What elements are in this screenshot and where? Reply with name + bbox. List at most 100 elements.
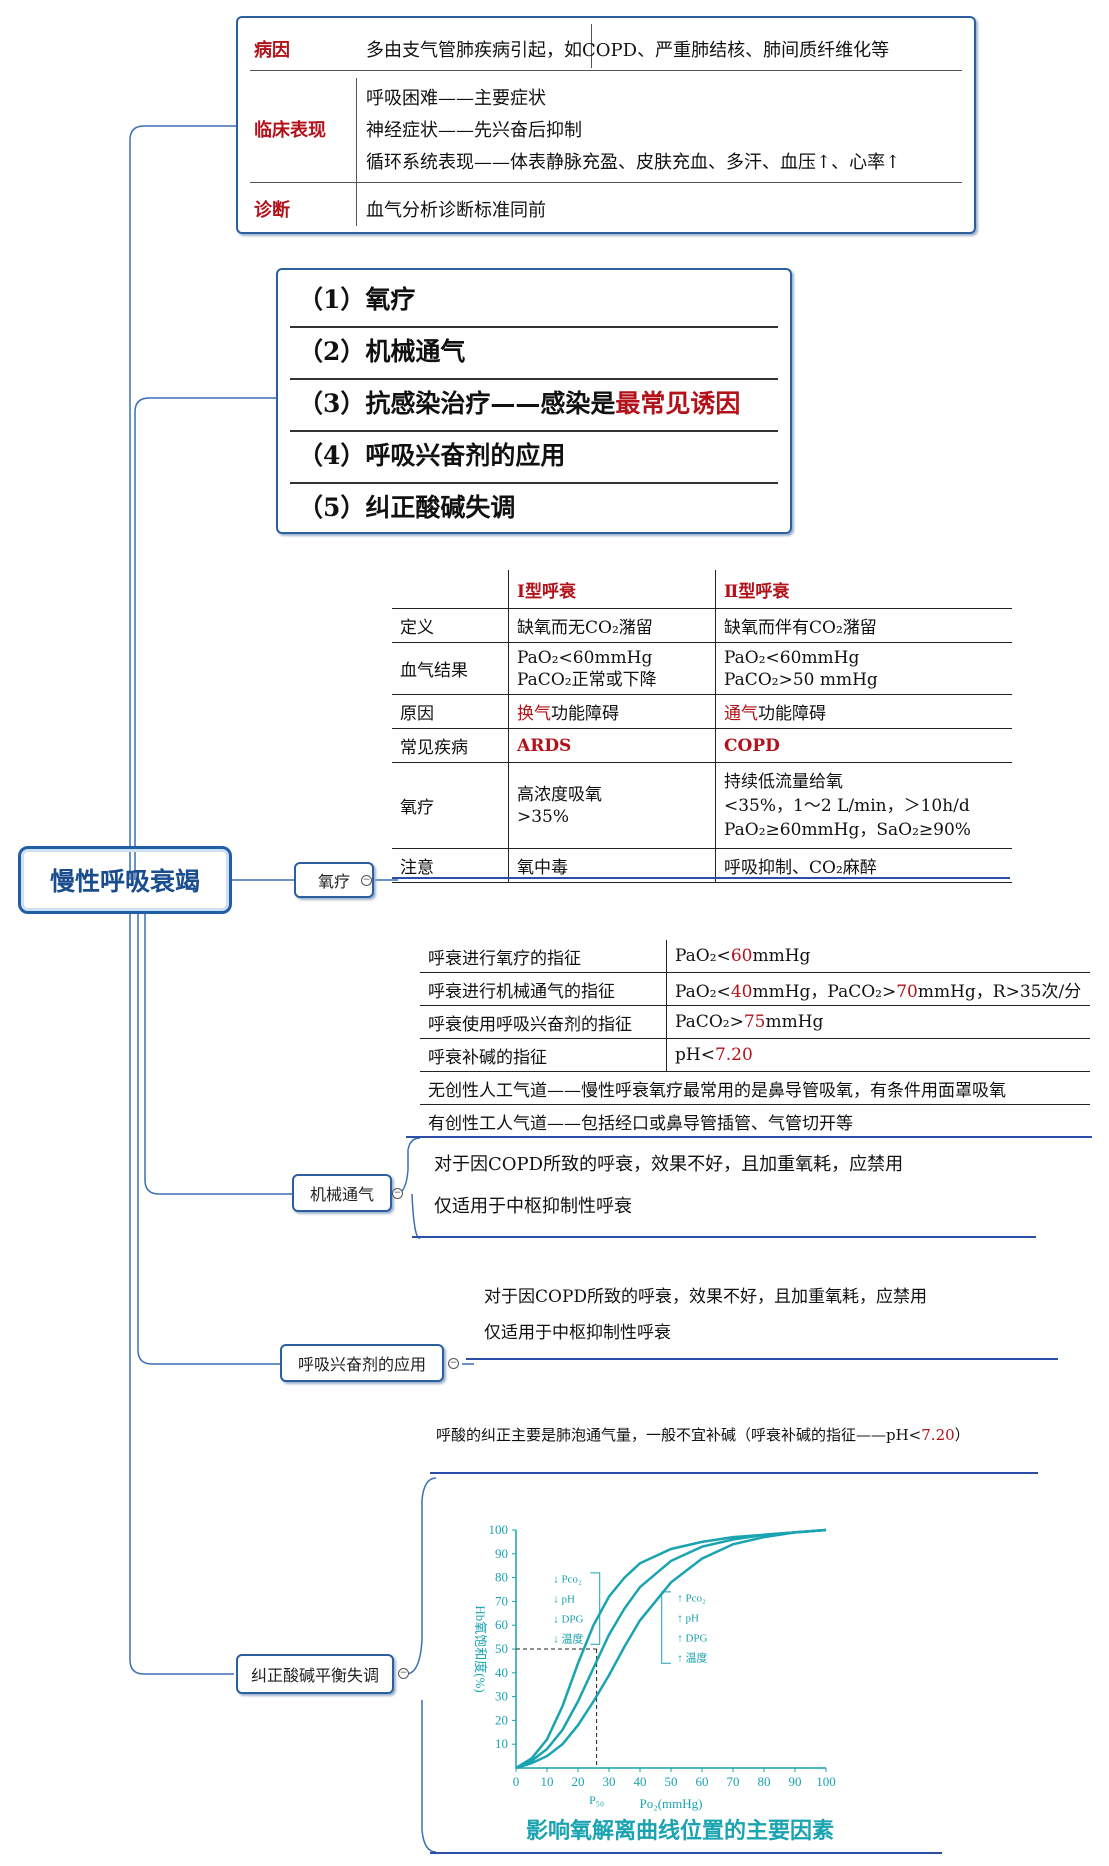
cell-type1: 缺氧而无CO₂潴留 xyxy=(508,608,716,643)
connector-stimulant xyxy=(137,910,280,1365)
root-node[interactable]: 慢性呼吸衰竭 xyxy=(18,846,232,914)
note-emphasis: 7.20 xyxy=(921,1426,955,1444)
branch-ventilation[interactable]: 机械通气 xyxy=(292,1174,392,1212)
indication-value: PaO₂<60mmHg xyxy=(666,940,1090,973)
indication-value: PaO₂<40mmHg，PaCO₂>70mmHg，R>35次/分 xyxy=(666,972,1090,1006)
airway-note: 无创性人工气道——慢性呼衰氧疗最常用的是鼻导管吸氧，有条件用面罩吸氧 xyxy=(420,1071,1090,1105)
x-tick-label: 10 xyxy=(541,1774,554,1789)
connector-acidbase xyxy=(129,910,234,1675)
y-axis-label: Hb氧饱和度(%) xyxy=(473,1605,488,1692)
header-cell: Ⅱ型呼衰 xyxy=(715,570,1012,609)
item-prefix: （2） xyxy=(298,337,366,366)
treatment-item-2[interactable]: （2）机械通气 xyxy=(290,326,778,378)
cell-emphasis: ARDS xyxy=(517,735,572,756)
indication-table: 呼衰进行氧疗的指征 PaO₂<60mmHg 呼衰进行机械通气的指征 PaO₂<4… xyxy=(420,940,1090,1138)
value-part: pH< xyxy=(675,1045,715,1065)
x-tick-label: 30 xyxy=(603,1774,616,1789)
cell-type1: PaO₂<60mmHg PaCO₂正常或下降 xyxy=(508,642,716,695)
value-part: PaO₂< xyxy=(675,946,731,966)
divider xyxy=(356,188,357,226)
indication-value: PaCO₂>75mmHg xyxy=(666,1005,1090,1039)
cell-text: 功能障碍 xyxy=(758,704,826,724)
table-row: 血气结果 PaO₂<60mmHg PaCO₂正常或下降 PaO₂<60mmHg … xyxy=(392,642,1012,695)
divider xyxy=(290,326,778,328)
underline xyxy=(406,1136,1092,1138)
x-tick-label: 40 xyxy=(634,1774,647,1789)
connector-ventilation xyxy=(144,910,292,1195)
info-value-cause: 多由支气管肺疾病引起，如COPD、严重肺结核、肺间质纤维化等 xyxy=(366,40,890,61)
cell-type2: 缺氧而伴有CO₂潴留 xyxy=(715,608,1012,643)
collapse-toggle[interactable]: − xyxy=(448,1358,459,1369)
table-row: 氧疗 高浓度吸氧 >35% 持续低流量给氧 <35%，1～2 L/min，＞10… xyxy=(392,762,1012,849)
connector-treatment xyxy=(134,397,276,880)
y-tick-label: 90 xyxy=(495,1546,508,1561)
row-label: 原因 xyxy=(392,694,509,729)
left-shift-bracket xyxy=(590,1572,601,1645)
connector-acid-out xyxy=(405,1477,437,1675)
y-tick-label: 40 xyxy=(495,1665,508,1680)
divider xyxy=(290,430,778,432)
x-tick-label: 60 xyxy=(696,1774,709,1789)
indication-key: 呼衰进行机械通气的指征 xyxy=(420,972,667,1006)
x-tick-label: 100 xyxy=(816,1774,836,1789)
value-emphasis: 7.20 xyxy=(714,1045,753,1065)
item-text: 呼吸兴奋剂的应用 xyxy=(365,441,566,470)
ventilation-note-1: 对于因COPD所致的呼衰，效果不好，且加重氧耗，应禁用 xyxy=(434,1154,904,1175)
x-tick-label: 80 xyxy=(758,1774,771,1789)
y-tick-label: 80 xyxy=(495,1570,508,1585)
cell-emphasis: 通气 xyxy=(724,704,758,724)
branch-stimulant[interactable]: 呼吸兴奋剂的应用 xyxy=(280,1344,444,1382)
divider xyxy=(250,182,962,183)
left-shift-label: ↓ pH xyxy=(553,1593,575,1605)
table-row: 原因 换气功能障碍 通气功能障碍 xyxy=(392,694,1012,729)
treatment-item-4[interactable]: （4）呼吸兴奋剂的应用 xyxy=(290,430,778,482)
right-shift-label: ↑ DPG xyxy=(677,1632,707,1644)
treatment-item-1[interactable]: （1）氧疗 xyxy=(290,274,778,326)
left-shift-label: ↓ Pco₂ xyxy=(553,1573,582,1585)
y-tick-label: 60 xyxy=(495,1617,508,1632)
x-axis-label: Po₂(mmHg) xyxy=(639,1796,702,1811)
info-value-clinical-1: 呼吸困难——主要症状 xyxy=(366,88,546,109)
indication-key: 呼衰补碱的指征 xyxy=(420,1038,667,1072)
info-label-diagnosis: 诊断 xyxy=(254,200,290,221)
treatment-item-5[interactable]: （5）纠正酸碱失调 xyxy=(290,482,778,534)
item-text: 纠正酸碱失调 xyxy=(365,493,516,522)
item-prefix: （3） xyxy=(298,389,366,418)
underline xyxy=(392,877,1010,879)
collapse-toggle[interactable]: − xyxy=(361,875,372,886)
treatment-item-3[interactable]: （3）抗感染治疗——感染是最常见诱因 xyxy=(290,378,778,430)
collapse-toggle[interactable]: − xyxy=(392,1188,403,1199)
indication-value: pH<7.20 xyxy=(666,1038,1090,1072)
collapse-toggle[interactable]: − xyxy=(398,1668,409,1679)
info-value-clinical-2: 神经症状——先兴奋后抑制 xyxy=(366,120,582,141)
table-row: 定义 缺氧而无CO₂潴留 缺氧而伴有CO₂潴留 xyxy=(392,608,1012,643)
divider xyxy=(290,482,778,484)
divider xyxy=(290,378,778,380)
row-label: 常见疾病 xyxy=(392,728,509,763)
info-label-clinical: 临床表现 xyxy=(254,120,326,141)
y-tick-label: 50 xyxy=(495,1641,508,1656)
branch-acid-base[interactable]: 纠正酸碱平衡失调 xyxy=(236,1654,394,1694)
info-value-clinical-3: 循环系统表现——体表静脉充盈、皮肤充血、多汗、血压↑、心率↑ xyxy=(366,152,901,173)
table-row: 呼衰补碱的指征 pH<7.20 xyxy=(420,1038,1090,1072)
p50-label: P₅₀ xyxy=(589,1793,604,1807)
branch-oxygen[interactable]: 氧疗 xyxy=(294,862,374,898)
branch-label: 纠正酸碱平衡失调 xyxy=(250,1666,379,1685)
row-label: 定义 xyxy=(392,608,509,643)
table-row: 呼衰使用呼吸兴奋剂的指征 PaCO₂>75mmHg xyxy=(420,1005,1090,1039)
value-emphasis: 75 xyxy=(743,1012,766,1032)
divider xyxy=(250,70,962,71)
left-shift-label: ↓ DPG xyxy=(553,1613,583,1625)
chart-curves xyxy=(515,1528,827,1770)
right-shift-label: ↑ pH xyxy=(677,1612,699,1624)
dissociation-curve-3 xyxy=(515,1528,827,1770)
header-cell: Ⅰ型呼衰 xyxy=(508,570,716,609)
y-tick-label: 70 xyxy=(495,1593,508,1608)
item-text: 抗感染治疗——感染是 xyxy=(365,389,616,418)
table-header-row: Ⅰ型呼衰 Ⅱ型呼衰 xyxy=(392,570,1012,609)
underline xyxy=(430,1852,942,1854)
value-emphasis: 60 xyxy=(730,946,753,966)
